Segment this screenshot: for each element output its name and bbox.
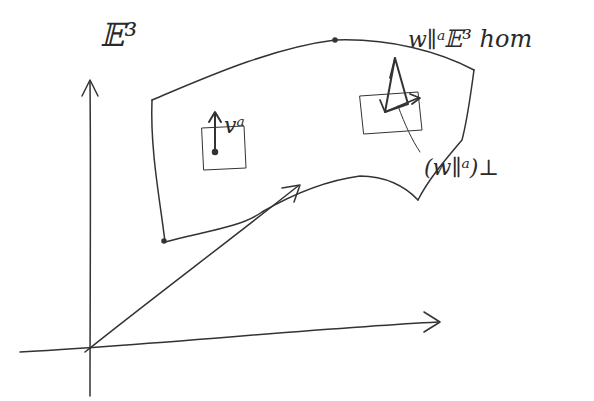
surface-edge	[165, 176, 418, 242]
axis-arrowhead	[424, 312, 440, 332]
vector-arrowhead	[410, 94, 420, 104]
leader-line	[398, 106, 420, 152]
math-label: (w∥ᵃ)⊥	[424, 156, 499, 180]
math-label: w∥ᵃ	[408, 28, 445, 52]
surface-edge	[418, 70, 474, 200]
math-label: vᵃ	[224, 114, 245, 138]
corner-dot	[333, 38, 337, 42]
y-axis	[85, 186, 298, 352]
vector-arrowhead	[209, 112, 221, 122]
surface-edge	[152, 100, 165, 242]
vector-arrow	[214, 114, 216, 152]
math-label: 𝔼³	[100, 18, 137, 53]
x-axis	[20, 322, 438, 352]
tangent-plane	[360, 92, 422, 134]
axis-arrowhead	[82, 80, 98, 96]
math-label: 𝔼³ hom	[444, 26, 532, 52]
corner-dot	[162, 239, 166, 243]
